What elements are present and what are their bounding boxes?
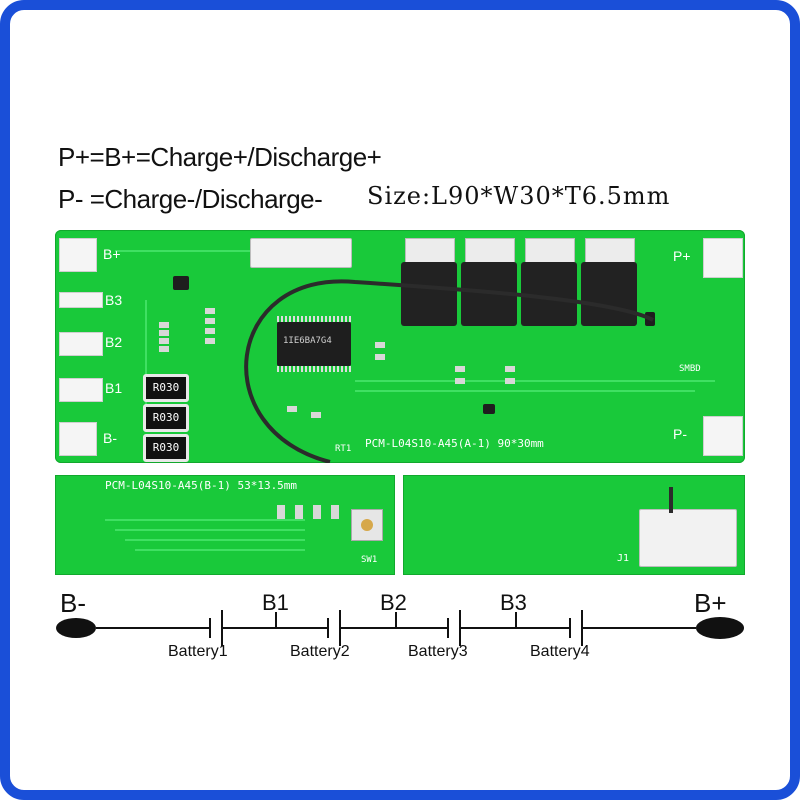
smd-component <box>205 328 215 334</box>
pcb-trace <box>355 390 695 392</box>
balance-connector <box>250 238 352 268</box>
led <box>277 505 285 519</box>
main-pcb-board: B+ B3 B2 B1 B- P+ P- R030 R030 R030 1IE6… <box>55 230 745 463</box>
label-node-b1: B1 <box>262 590 289 615</box>
label-battery1: Battery1 <box>168 643 228 660</box>
small-transistor <box>483 404 495 414</box>
pad-p-minus <box>703 416 743 456</box>
mosfet <box>581 262 637 326</box>
label-node-b2: B2 <box>380 590 407 615</box>
mosfet-tab <box>405 238 455 266</box>
smd-component <box>159 322 169 328</box>
label-node-b3: B3 <box>500 590 527 615</box>
smd-component <box>311 412 321 418</box>
terminal-b-plus <box>696 617 744 639</box>
sub-pcb-right: J1 <box>403 475 745 575</box>
push-switch <box>351 509 383 541</box>
battery-schematic <box>56 610 744 646</box>
pcb-trace <box>125 539 305 541</box>
pcb-trace <box>115 250 315 252</box>
smd-component <box>159 330 169 336</box>
switch-button <box>361 519 373 531</box>
led <box>313 505 321 519</box>
smd-component <box>505 366 515 372</box>
cable-connector <box>639 509 737 567</box>
sense-resistor: R030 <box>143 404 189 432</box>
smd-component <box>375 354 385 360</box>
pcb-trace <box>145 300 147 420</box>
smd-component <box>205 338 215 344</box>
label-battery3: Battery3 <box>408 643 468 660</box>
ic-pins-top <box>277 316 351 322</box>
pad-label-b2: B2 <box>105 334 123 350</box>
connector-wire <box>669 487 673 513</box>
smbd-mark: SMBD <box>679 364 701 374</box>
sub-board-model: PCM-L04S10-A45(B-1) 53*13.5mm <box>105 479 298 492</box>
pcb-trace <box>105 519 305 521</box>
pad-b2 <box>59 332 103 356</box>
pcb-trace <box>355 380 715 382</box>
smd-component <box>205 308 215 314</box>
size-spec: Size:L90*W30*T6.5mm <box>367 182 671 210</box>
led <box>295 505 303 519</box>
smd-component <box>455 378 465 384</box>
mosfet-tab <box>585 238 635 266</box>
label-battery4: Battery4 <box>530 643 590 660</box>
label-b-plus: B+ <box>694 588 727 618</box>
sense-resistor: R030 <box>143 434 189 462</box>
smd-component <box>505 378 515 384</box>
terminal-b-minus <box>56 618 96 638</box>
smd-component <box>159 338 169 344</box>
led <box>331 505 339 519</box>
pad-label-b-plus: B+ <box>103 246 121 262</box>
label-b-minus: B- <box>60 588 86 618</box>
smd-component <box>287 406 297 412</box>
smd-component <box>159 346 169 352</box>
main-board-model: PCM-L04S10-A45(A-1) 90*30mm <box>365 437 544 450</box>
ic-pins-bottom <box>277 366 351 372</box>
thermistor-wire <box>244 279 654 463</box>
switch-label: SW1 <box>361 555 378 565</box>
pad-label-b3: B3 <box>105 292 123 308</box>
pad-label-p-plus: P+ <box>673 248 691 264</box>
pad-b-minus <box>59 422 97 456</box>
connector-label: J1 <box>617 553 630 564</box>
smd-component <box>375 342 385 348</box>
pad-label-b1: B1 <box>105 380 123 396</box>
pad-label-p-minus: P- <box>673 426 687 442</box>
mosfet <box>401 262 457 326</box>
pcb-trace <box>115 529 305 531</box>
rt1-mark: RT1 <box>335 444 352 454</box>
legend-line-positive: P+=B+=Charge+/Discharge+ <box>58 142 382 172</box>
label-battery2: Battery2 <box>290 643 350 660</box>
smd-component <box>455 366 465 372</box>
pad-b1 <box>59 378 103 402</box>
sub-pcb-left: PCM-L04S10-A45(B-1) 53*13.5mm SW1 <box>55 475 395 575</box>
pad-b3 <box>59 292 103 308</box>
ic-marking: 1IE6BA7G4 <box>283 336 332 346</box>
pad-label-b-minus: B- <box>103 430 117 446</box>
sense-resistor: R030 <box>143 374 189 402</box>
mosfet-tab <box>525 238 575 266</box>
protection-ic: 1IE6BA7G4 <box>277 322 351 366</box>
mosfet <box>521 262 577 326</box>
pcb-trace <box>135 549 305 551</box>
pad-b-plus <box>59 238 97 272</box>
pad-p-plus <box>703 238 743 278</box>
smd-component <box>205 318 215 324</box>
small-ic <box>173 276 189 290</box>
legend-line-negative: P- =Charge-/Discharge- <box>58 184 323 214</box>
